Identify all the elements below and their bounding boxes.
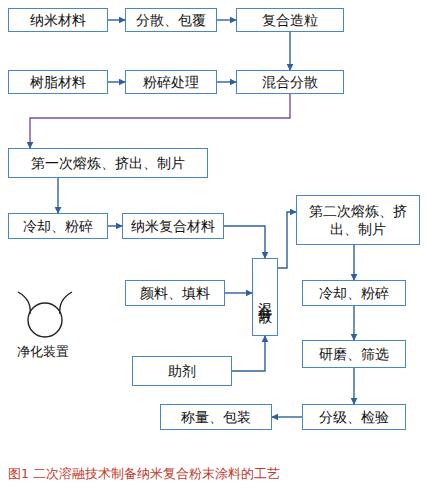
flow-arrow bbox=[353, 306, 354, 340]
box-text: 分散、包覆 bbox=[136, 11, 206, 29]
mixing-box: 混合分散 bbox=[252, 258, 278, 336]
process-box: 分散、包覆 bbox=[125, 8, 217, 32]
box-text: 冷却、粉碎 bbox=[319, 284, 389, 302]
purifier-circle bbox=[28, 303, 62, 337]
box-text: 混合分散 bbox=[256, 291, 274, 303]
process-box: 颜料、填料 bbox=[125, 280, 225, 306]
process-box: 第二次熔炼、挤出、制片 bbox=[296, 195, 420, 245]
box-text: 称量、包装 bbox=[181, 408, 251, 426]
process-box: 助剂 bbox=[132, 356, 232, 386]
purifier-symbol bbox=[18, 292, 72, 337]
flow-arrow bbox=[272, 416, 302, 417]
process-box: 混合分散 bbox=[236, 70, 344, 94]
flow-arrow bbox=[108, 225, 122, 226]
purifier-arc bbox=[60, 292, 72, 314]
flow-arrow bbox=[353, 368, 354, 404]
flow-arrow bbox=[353, 245, 354, 280]
process-box: 树脂材料 bbox=[8, 70, 108, 94]
purifier-arc bbox=[18, 292, 30, 314]
flow-arrow bbox=[108, 81, 125, 82]
flow-arrow bbox=[108, 19, 125, 20]
process-box: 纳米材料 bbox=[8, 8, 108, 32]
process-box: 研磨、筛选 bbox=[302, 340, 406, 368]
flow-arrow bbox=[217, 19, 236, 20]
flow-arrow bbox=[217, 81, 236, 82]
box-text: 粉碎处理 bbox=[143, 73, 199, 91]
box-text: 复合造粒 bbox=[262, 11, 318, 29]
flow-arrow bbox=[289, 32, 290, 70]
device-label: 净化装置 bbox=[17, 343, 69, 361]
process-box: 复合造粒 bbox=[236, 8, 344, 32]
flow-arrow bbox=[232, 336, 265, 371]
process-box: 称量、包装 bbox=[160, 404, 272, 430]
process-box: 冷却、粉碎 bbox=[302, 280, 406, 306]
process-box: 分级、检验 bbox=[302, 404, 406, 430]
flow-arrow bbox=[225, 292, 252, 293]
flow-arrow bbox=[224, 226, 265, 258]
box-text: 纳米复合材料 bbox=[131, 217, 215, 235]
box-text: 助剂 bbox=[168, 362, 196, 380]
box-text: 混合分散 bbox=[262, 73, 318, 91]
box-text: 研磨、筛选 bbox=[319, 345, 389, 363]
box-text: 冷却、粉碎 bbox=[23, 217, 93, 235]
box-text: 颜料、填料 bbox=[140, 284, 210, 302]
process-box: 第一次熔炼、挤出、制片 bbox=[8, 148, 208, 178]
figure-caption: 图1 二次溶融技术制备纳米复合粉末涂料的工艺 bbox=[8, 466, 280, 483]
box-text: 树脂材料 bbox=[30, 73, 86, 91]
process-box: 纳米复合材料 bbox=[122, 213, 224, 239]
flow-arrow bbox=[57, 178, 58, 213]
flow-arrow bbox=[278, 212, 296, 268]
box-text: 第一次熔炼、挤出、制片 bbox=[31, 154, 185, 172]
box-text: 分级、检验 bbox=[319, 408, 389, 426]
process-box: 粉碎处理 bbox=[125, 70, 217, 94]
process-box: 冷却、粉碎 bbox=[8, 213, 108, 239]
box-text: 纳米材料 bbox=[30, 11, 86, 29]
flow-arrow bbox=[30, 94, 290, 148]
box-text: 第二次熔炼、挤出、制片 bbox=[301, 202, 415, 238]
